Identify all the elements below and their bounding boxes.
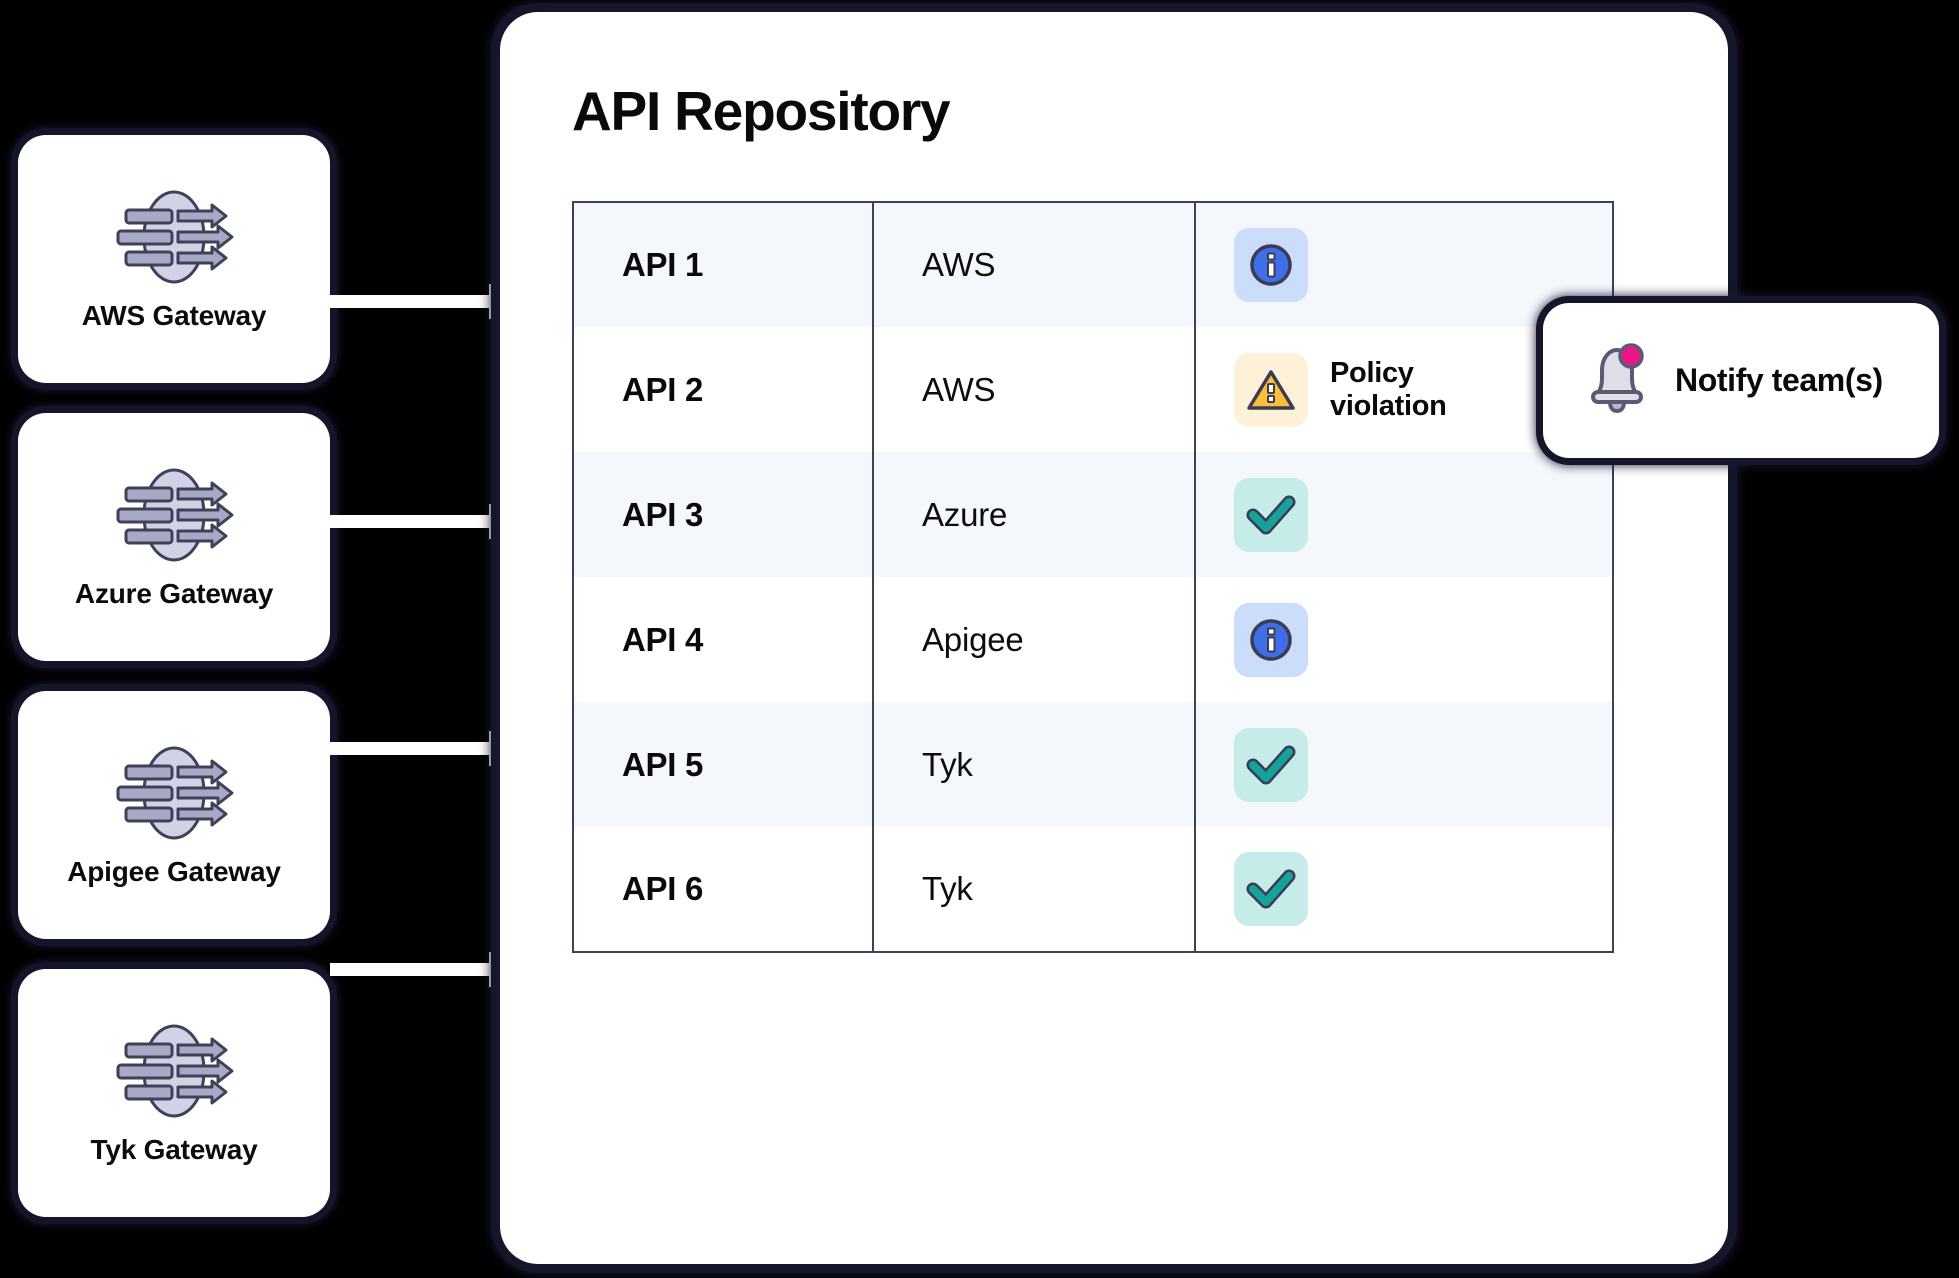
api-gateway-icon: [112, 744, 236, 842]
check-icon: [1234, 727, 1308, 802]
api-gateway-icon: [112, 1022, 236, 1120]
api-name: API 4: [622, 620, 704, 658]
api-provider: Azure: [922, 495, 1008, 533]
status-cell: Policy violation: [1234, 352, 1612, 427]
status-cell: [1234, 602, 1612, 677]
notify-label: Notify team(s): [1675, 362, 1883, 398]
info-icon: [1234, 228, 1308, 302]
api-name: API 3: [622, 495, 704, 533]
gateway-card-azure[interactable]: Azure Gateway: [18, 413, 330, 661]
page-title: API Repository: [572, 80, 951, 142]
api-provider: Apigee: [922, 620, 1024, 658]
bell-icon: [1581, 340, 1653, 421]
gateway-list: AWS Gateway Azure Gateway: [18, 135, 330, 1278]
table-row[interactable]: API 3 Azure: [573, 452, 1613, 577]
api-name: API 6: [622, 870, 704, 907]
api-provider: Tyk: [922, 870, 973, 907]
connector-line-aws: [330, 284, 504, 319]
gateway-card-tyk[interactable]: Tyk Gateway: [18, 969, 330, 1217]
api-name: API 1: [622, 246, 704, 283]
api-table: API 1 AWS: [572, 201, 1614, 953]
api-provider: Tyk: [922, 745, 973, 783]
status-cell: [1234, 727, 1612, 802]
table-row[interactable]: API 5 Tyk: [573, 702, 1613, 827]
connector-line-azure: [330, 504, 504, 539]
gateway-label: AWS Gateway: [81, 300, 267, 331]
api-provider: AWS: [922, 370, 996, 408]
notify-teams-callout[interactable]: Notify team(s): [1543, 303, 1939, 458]
api-name: API 5: [622, 745, 704, 783]
api-provider: AWS: [922, 246, 996, 283]
status-cell: [1234, 852, 1612, 926]
gateway-label: Azure Gateway: [74, 578, 274, 609]
check-icon: [1234, 477, 1308, 552]
gateway-label: Apigee Gateway: [67, 856, 281, 887]
table-row[interactable]: API 2 AWS Policy violation: [573, 327, 1613, 452]
info-icon: [1234, 602, 1308, 677]
api-gateway-icon: [112, 466, 236, 564]
api-repository-panel: API Repository API 1 AWS: [500, 12, 1728, 1264]
status-label: Policy violation: [1330, 357, 1447, 422]
gateway-label: Tyk Gateway: [90, 1134, 258, 1165]
warning-icon: [1234, 352, 1308, 427]
table-row[interactable]: API 1 AWS: [573, 202, 1613, 327]
status-cell: [1234, 477, 1612, 552]
connector-line-apigee: [330, 731, 504, 766]
gateway-card-apigee[interactable]: Apigee Gateway: [18, 691, 330, 939]
check-icon: [1234, 852, 1308, 926]
connector-group: [330, 0, 504, 1278]
api-name: API 2: [622, 370, 704, 408]
table-row[interactable]: API 6 Tyk: [573, 827, 1613, 952]
api-gateway-icon: [112, 188, 236, 286]
gateway-card-aws[interactable]: AWS Gateway: [18, 135, 330, 383]
table-row[interactable]: API 4 Apigee: [573, 577, 1613, 702]
status-cell: [1234, 228, 1612, 302]
connector-line-tyk: [330, 952, 504, 987]
